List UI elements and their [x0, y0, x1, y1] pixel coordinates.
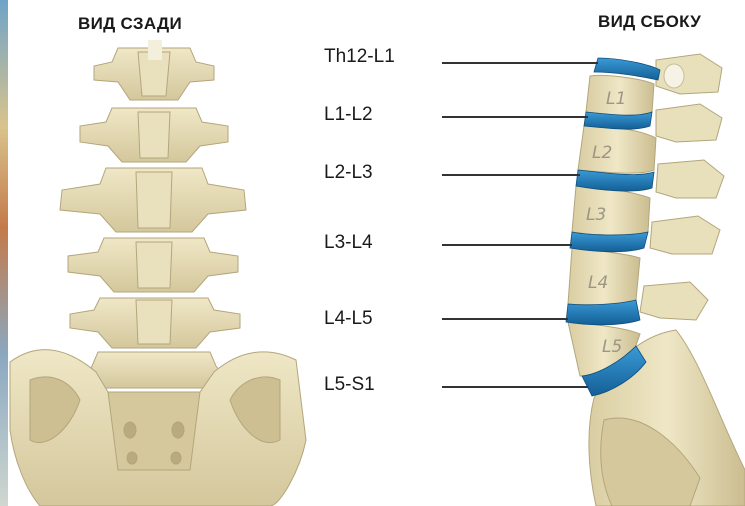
- vertebra-label-l4: L4: [588, 273, 608, 293]
- leader-line-th12-l1: [442, 62, 598, 64]
- lateral-body-l3: [572, 186, 650, 235]
- level-label-th12-l1: Th12-L1: [324, 46, 395, 68]
- level-label-l4-l5: L4-L5: [324, 308, 373, 330]
- posterior-vertebra-l5: [86, 352, 224, 388]
- leader-line-l4-l5: [442, 318, 568, 320]
- level-label-l3-l4: L3-L4: [324, 232, 373, 254]
- level-label-l5-s1: L5-S1: [324, 374, 375, 396]
- vertebra-label-l5: L5: [602, 337, 622, 357]
- disc-l3-l4: [570, 232, 648, 252]
- vertebra-label-l1: L1: [606, 89, 626, 109]
- leader-line-l3-l4: [442, 244, 572, 246]
- level-label-l2-l3: L2-L3: [324, 162, 373, 184]
- level-label-l1-l2: L1-L2: [324, 104, 373, 126]
- leader-line-l2-l3: [442, 174, 580, 176]
- leader-line-l5-s1: [442, 386, 588, 388]
- lateral-body-l2: [578, 126, 656, 174]
- vertebra-label-l2: L2: [592, 143, 612, 163]
- vertebra-label-l3: L3: [586, 205, 606, 225]
- disc-l1-l2: [584, 112, 652, 129]
- leader-line-l1-l2: [442, 116, 588, 118]
